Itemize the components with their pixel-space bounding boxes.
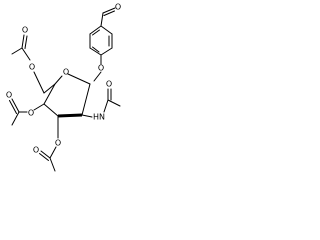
aldehyde-group: [100, 7, 116, 27]
acetate-c3: [39, 115, 59, 172]
atom-label-phenyl-ether-o: O: [98, 64, 104, 73]
bond-ringO-c1: [67, 73, 91, 85]
bond-o6-co: [21, 47, 31, 61]
bond-c2-c3-bold: [58, 113, 82, 118]
bond-c2-n: [81, 114, 93, 118]
atom-label-aldehyde-o: O: [115, 3, 121, 12]
bond-c3-c4: [43, 103, 59, 117]
pyranose-ring: [43, 73, 91, 118]
bond-c6-o6: [33, 71, 45, 94]
bond-o3-co: [49, 146, 57, 159]
acetate-c6: [11, 34, 56, 94]
structure-diagram: O O O O O O O O O O HN: [6, 3, 121, 172]
bond-ar-double-2: [92, 46, 100, 53]
bond-co-ch3-3: [49, 157, 56, 172]
atom-label-acetate4-carbonyl-o: O: [6, 91, 12, 100]
benzene-ring: [89, 25, 113, 56]
bond-ar-6: [89, 25, 102, 35]
atom-label-ring-o: O: [63, 68, 69, 77]
atom-label-acetate6-ester-o: O: [29, 63, 35, 72]
bond-co-o3-2: [39, 153, 49, 161]
bond-ar-double-3: [92, 29, 100, 36]
atom-labels: O O O O O O O O O O HN: [6, 3, 121, 155]
atom-label-amide-nh: HN: [93, 113, 105, 122]
bond-c5-c6: [43, 83, 56, 94]
bond-c1-cho: [100, 12, 104, 27]
bond-co-ch3-4: [11, 111, 20, 126]
molecule-canvas: O O O O O O O O O O HN: [0, 0, 140, 188]
bond-c4-c5: [43, 83, 56, 105]
acetamido-group: [81, 88, 121, 118]
bond-c1-c2: [81, 83, 91, 116]
atom-label-acetate4-ester-o: O: [28, 109, 34, 118]
acetate-c4: [9, 98, 45, 126]
bond-ar-3: [100, 47, 113, 56]
bond-co-o-1: [21, 34, 25, 49]
bond-ar-4: [89, 47, 102, 56]
bond-co-o4-2: [9, 100, 17, 114]
bond-o-c1: [93, 71, 102, 82]
bond-co-ch3: [11, 47, 23, 55]
bond-co-o-2: [24, 35, 28, 49]
bond-co-ch3-n: [107, 99, 121, 107]
atom-label-acetate3-carbonyl-o: O: [33, 146, 39, 155]
bond-c4-o4: [33, 103, 45, 111]
bond-cho-o-1: [102, 7, 116, 14]
bond-co-o3-1: [40, 150, 51, 159]
bond-ar-1: [100, 25, 113, 35]
bond-c5-ringO: [54, 75, 63, 85]
phenyl-ether-link: [93, 54, 102, 82]
atom-label-amide-carbonyl-o: O: [106, 80, 112, 89]
atom-label-acetate3-ester-o: O: [55, 139, 61, 148]
bond-cho-o-2: [103, 10, 115, 16]
bond-n-co: [103, 99, 109, 113]
atom-label-acetate6-carbonyl-o: O: [22, 26, 28, 35]
bond-co-o4-1: [11, 98, 20, 113]
